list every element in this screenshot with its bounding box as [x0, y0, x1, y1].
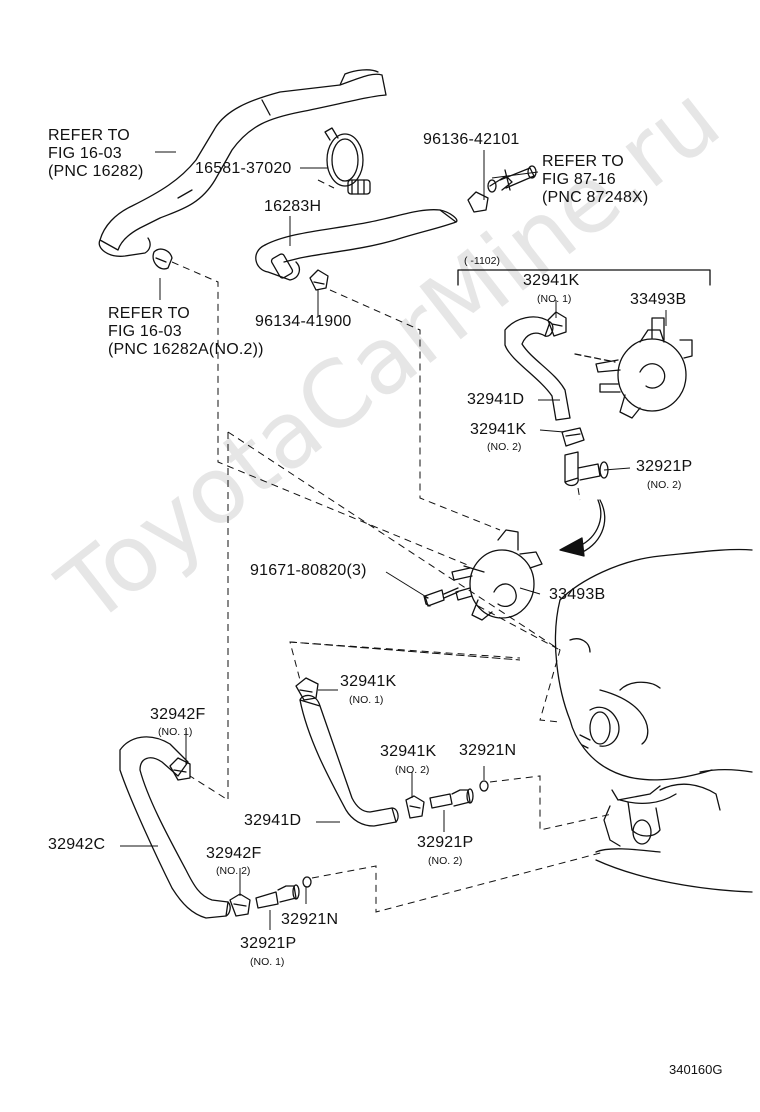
refer-label-16282-line2: FIG 16-03: [48, 145, 122, 162]
bypass-hose: [255, 209, 458, 281]
part-sub-32921p-middle: (NO. 2): [428, 855, 463, 867]
part-label-32921p-middle: 32921P: [417, 834, 474, 851]
engine-block: [554, 548, 753, 893]
refer-label-16282-line1: REFER TO: [48, 127, 130, 144]
direction-arrow: [559, 499, 606, 557]
part-label-32921p-lower: 32921P: [240, 935, 297, 952]
part-label-32941k-no2-upper: 32941K: [470, 421, 527, 438]
bolt: [423, 587, 459, 607]
part-sub-32941k-no2-upper: (NO. 2): [487, 441, 522, 453]
refer-label-87248x-line2: FIG 87-16: [542, 171, 616, 188]
part-label-32941d-lower: 32941D: [244, 812, 302, 829]
part-sub-32921p-upper: (NO. 2): [647, 479, 682, 491]
o-ring-lower: [302, 876, 312, 888]
part-label-96134: 96134-41900: [255, 313, 352, 330]
tee-joint: [467, 165, 537, 213]
refer-label-16282a-line2: FIG 16-03: [108, 323, 182, 340]
part-sub-32921p-lower: (NO. 1): [250, 956, 285, 968]
union-32921p-lower: [255, 884, 300, 909]
part-label-32941k-upper: 32941K: [523, 272, 580, 289]
vacuum-hose-middle: [299, 694, 399, 827]
part-label-32921n-upper: 32921N: [459, 742, 517, 759]
clamp-32941k-no2-lower: [405, 795, 425, 819]
part-label-32941k-lower: 32941K: [340, 673, 397, 690]
upper-radiator-hose: [98, 69, 387, 257]
refer-label-16282a-line3: (PNC 16282A(NO.2)): [108, 341, 264, 358]
part-label-33493b-upper: 33493B: [630, 291, 687, 308]
part-label-32921p-upper: 32921P: [636, 458, 693, 475]
part-sub-32941k-lower: (NO. 1): [349, 694, 384, 706]
part-sub-32942f-no2: (NO. 2): [216, 865, 251, 877]
clamp-96134: [309, 269, 329, 291]
clamp-32942f-no2: [229, 893, 251, 917]
union-32921p-upper: [564, 451, 609, 487]
part-label-32942f-no1: 32942F: [150, 706, 206, 723]
refer-label-87248x-line3: (PNC 87248X): [542, 189, 649, 206]
part-label-32921n-lower: 32921N: [281, 911, 339, 928]
clamp-32941k-no1: [547, 311, 567, 337]
hose-clamp: [152, 248, 173, 270]
part-label-32942f-no2: 32942F: [206, 845, 262, 862]
band-clamp: [324, 127, 371, 195]
part-label-91671: 91671-80820(3): [250, 562, 367, 579]
o-ring-upper: [479, 780, 489, 792]
part-label-16581: 16581-37020: [195, 160, 292, 177]
part-sub-32942f-no1: (NO. 1): [158, 726, 193, 738]
clamp-32941k-no1-lower: [295, 677, 319, 701]
refer-label-16282a-line1: REFER TO: [108, 305, 190, 322]
part-sub-32941k-upper: (NO. 1): [537, 293, 572, 305]
refer-label-87248x-line1: REFER TO: [542, 153, 624, 170]
part-label-33493b-main: 33493B: [549, 586, 606, 603]
union-32921p-middle: [429, 788, 474, 809]
refer-label-16282-line3: (PNC 16282): [48, 163, 144, 180]
figure-number: 340160G: [669, 1062, 723, 1077]
vacuum-hose-lower: [119, 736, 231, 919]
clamp-32942f-no1: [169, 757, 191, 781]
dashed-connection-lines: [171, 179, 613, 913]
part-label-32941k-no2-lower: 32941K: [380, 743, 437, 760]
vacuum-tank-upper: [574, 317, 693, 419]
clamp-32941k-no2: [561, 427, 585, 447]
part-label-96136: 96136-42101: [423, 131, 520, 148]
date-range-bracket: [457, 269, 711, 286]
leader-lines: [120, 150, 667, 930]
part-label-16283h: 16283H: [264, 198, 322, 215]
part-label-32941d-upper: 32941D: [467, 391, 525, 408]
date-range-label: ( -1102): [464, 255, 500, 267]
vacuum-tank-main: [451, 529, 543, 621]
part-label-32942c: 32942C: [48, 836, 106, 853]
part-sub-32941k-no2-lower: (NO. 2): [395, 764, 430, 776]
